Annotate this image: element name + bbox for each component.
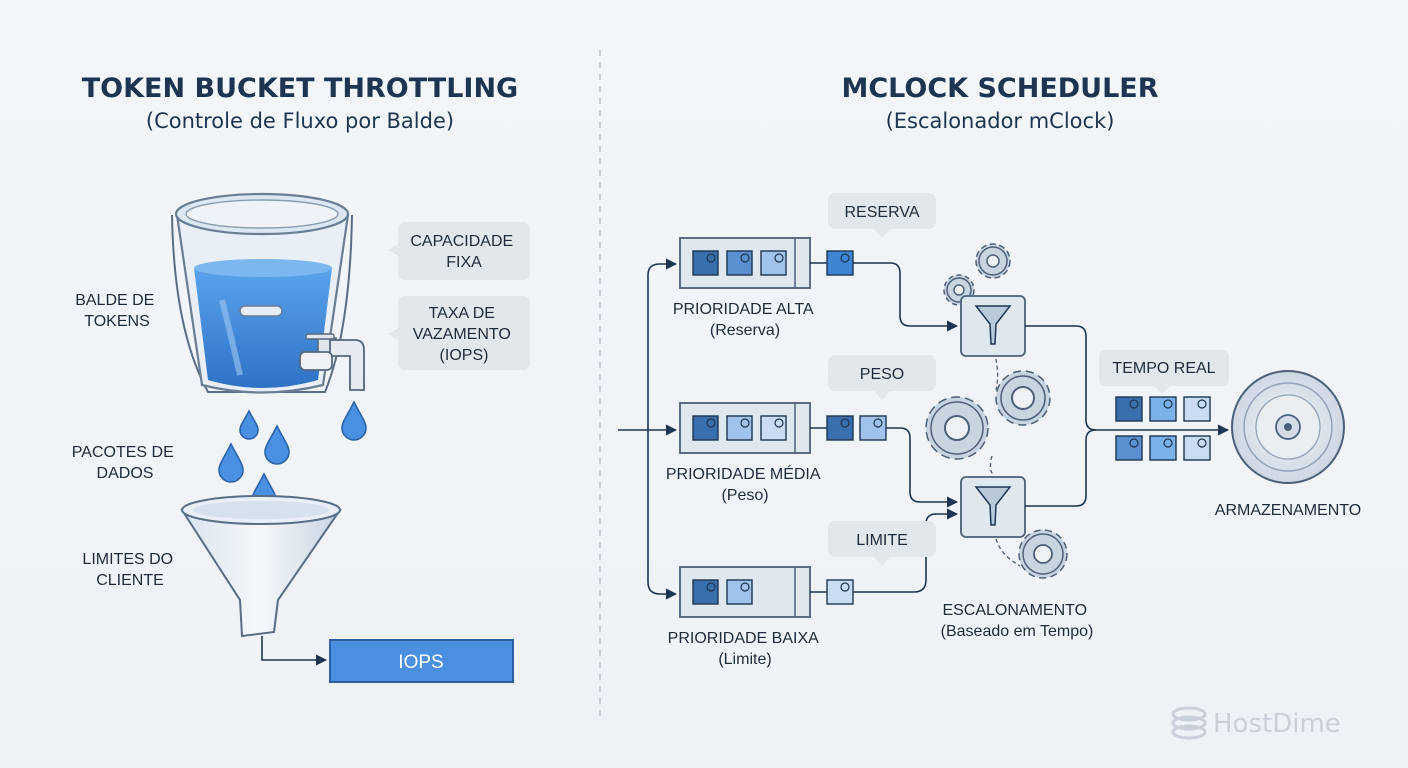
scheduler-box-top [960, 295, 1026, 357]
clock-icons [706, 253, 784, 592]
queue-low [679, 566, 811, 618]
left-title: TOKEN BUCKET THROTTLING [82, 73, 518, 104]
funnel-icon [180, 495, 342, 638]
queue-low-label: PRIORIDADE BAIXA (Limite) [668, 630, 823, 668]
capacity-bubble: CAPACIDADE FIXA [388, 222, 530, 280]
svg-text:RESERVA: RESERVA [845, 204, 920, 221]
limit-bubble: LIMITE [828, 521, 936, 566]
svg-text:LIMITE: LIMITE [856, 532, 908, 549]
leak-rate-bubble: TAXA DE VAZAMENTO (IOPS) [388, 296, 530, 370]
dispatched-tiles [826, 250, 887, 605]
queue-high [679, 237, 811, 289]
input-branch-lines [618, 258, 678, 600]
queue-medium-label: PRIORIDADE MÉDIA (Peso) [666, 464, 824, 504]
storage-disk-icon [1231, 370, 1345, 484]
storage-label: ARMAZENAMENTO [1215, 502, 1361, 519]
iops-box [329, 639, 514, 683]
weight-bubble: PESO [828, 355, 936, 400]
realtime-tiles [1115, 396, 1211, 461]
right-subtitle: (Escalonador mClock) [886, 109, 1115, 133]
iops-box-label: IOPS [398, 652, 443, 673]
reserve-bubble: RESERVA [828, 193, 936, 238]
svg-text:PESO: PESO [860, 366, 904, 383]
packets-label: PACOTES DE DADOS [72, 444, 178, 482]
scheduler-output-lines [1025, 325, 1230, 507]
queue-high-label: PRIORIDADE ALTA (Reserva) [673, 301, 817, 339]
clock-icons-dispatch [840, 253, 1207, 592]
realtime-bubble: TEMPO REAL [1099, 350, 1229, 394]
bucket-label: BALDE DE TOKENS [75, 292, 159, 330]
svg-text:TAXA DE VAZAMENTO: TAXA DE VAZAMENTO (IOPS) [413, 305, 516, 364]
left-subtitle: (Controle de Fluxo por Balde) [146, 109, 454, 133]
scheduling-label: ESCALONAMENTO (Baseado em Tempo) [941, 602, 1094, 640]
funnel-output-arrow [261, 636, 328, 666]
hostdime-logo: HostDime [1171, 706, 1341, 740]
token-bucket-icon [171, 192, 365, 394]
svg-text:TEMPO REAL: TEMPO REAL [1112, 360, 1215, 377]
svg-text:HostDime: HostDime [1213, 709, 1341, 739]
scheduler-box-bottom [960, 476, 1026, 538]
svg-text:CAPACIDADE FIXA: CAPACIDADE FIXA [410, 233, 517, 271]
right-title: MCLOCK SCHEDULER [841, 73, 1158, 104]
client-limits-label: LIMITES DO CLIENTE [82, 551, 177, 589]
queue-medium [679, 402, 811, 454]
